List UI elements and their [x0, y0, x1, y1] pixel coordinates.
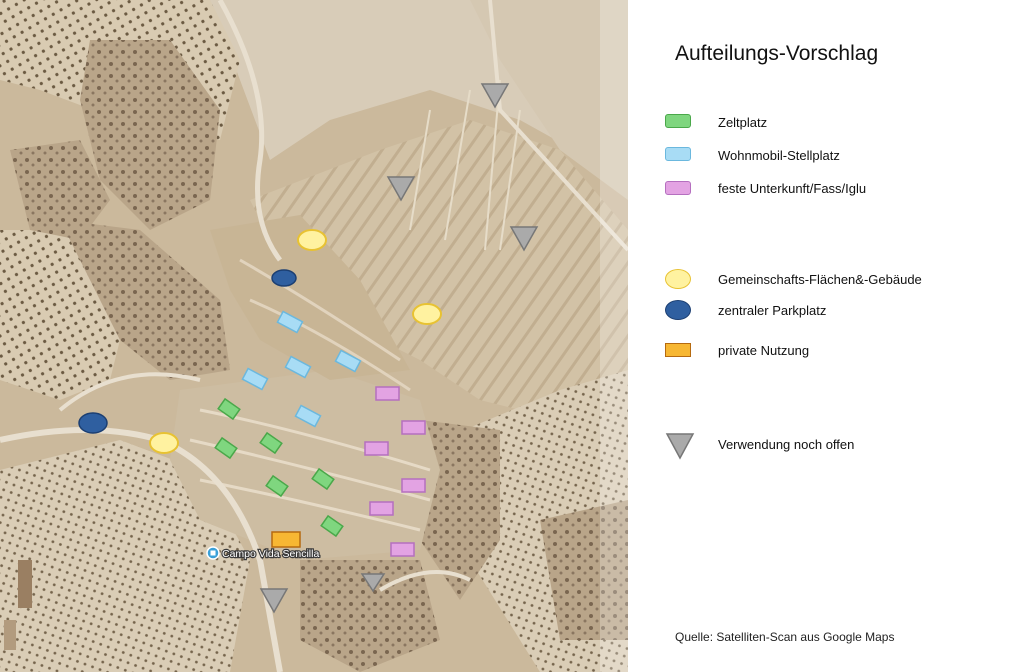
fixed-lodging-marker: [401, 478, 426, 493]
legend-label-tent: Zeltplatz: [718, 115, 768, 130]
legend-label-community: Gemeinschafts-Flächen&-Gebäude: [718, 272, 922, 287]
motorhome-pitch-marker: [284, 355, 312, 379]
private-use-marker: [271, 531, 301, 548]
fixed-lodging-marker: [401, 420, 426, 435]
undecided-use-marker: [259, 588, 289, 614]
undecided-use-marker: [480, 83, 510, 109]
legend-label-lodging: feste Unterkunft/Fass/Iglu: [718, 181, 867, 196]
tent-pitch-marker: [259, 431, 283, 455]
map-pin-icon[interactable]: [206, 546, 220, 560]
legend-label-private: private Nutzung: [718, 343, 810, 358]
fixed-lodging-marker: [364, 441, 389, 456]
legend-panel: Aufteilungs-Vorschlag Zeltplatz Wohnmobi…: [628, 0, 1024, 672]
lodging-legend-swatch: [665, 181, 691, 195]
fixed-lodging-marker: [390, 542, 415, 557]
undecided-use-marker: [386, 176, 416, 202]
motorhome-pitch-marker: [276, 310, 304, 334]
tent-pitch-marker: [214, 436, 238, 460]
community-area-marker: [149, 432, 179, 454]
legend-label-undecided: Verwendung noch offen: [718, 437, 855, 452]
tent-pitch-marker: [265, 474, 289, 498]
motorhome-pitch-marker: [334, 349, 362, 373]
private-legend-swatch: [665, 343, 691, 357]
parking-legend-swatch: [665, 300, 691, 320]
community-area-marker: [412, 303, 442, 325]
parking-marker: [78, 412, 108, 434]
tent-pitch-marker: [311, 467, 335, 491]
undecided-use-marker: [509, 226, 539, 252]
community-area-marker: [297, 229, 327, 251]
poi-label[interactable]: Campo Vida Sencilla: [221, 547, 321, 561]
legend-label-motorhome: Wohnmobil-Stellplatz: [718, 148, 840, 163]
satellite-map[interactable]: Campo Vida Sencilla: [0, 0, 628, 672]
source-note: Quelle: Satelliten-Scan aus Google Maps: [675, 630, 895, 644]
motorhome-pitch-marker: [241, 367, 269, 391]
tent-pitch-marker: [320, 514, 344, 538]
legend-label-parking: zentraler Parkplatz: [718, 303, 827, 318]
motorhome-pitch-marker: [294, 404, 322, 428]
triangle-icon: [665, 433, 695, 460]
fixed-lodging-marker: [369, 501, 394, 516]
motorhome-legend-swatch: [665, 147, 691, 161]
community-legend-swatch: [665, 269, 691, 289]
parking-marker: [271, 269, 297, 287]
tent-legend-swatch: [665, 114, 691, 128]
legend-title: Aufteilungs-Vorschlag: [675, 42, 879, 65]
tent-pitch-marker: [217, 397, 241, 421]
undecided-use-marker: [360, 573, 386, 593]
satellite-image: Campo Vida Sencilla: [0, 0, 628, 672]
fixed-lodging-marker: [375, 386, 400, 401]
